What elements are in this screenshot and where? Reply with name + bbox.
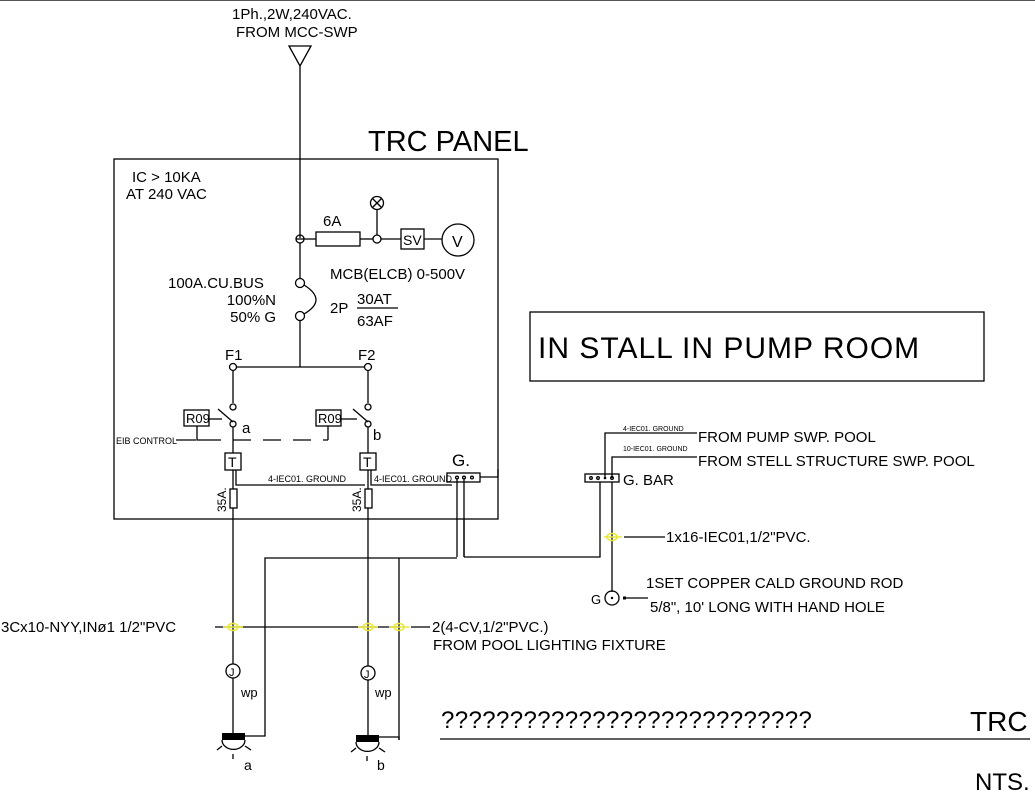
panel-enclosure bbox=[113, 158, 499, 520]
ground-label-2: 4-IEC01. GROUND bbox=[374, 474, 453, 484]
conduit-marker-ground bbox=[604, 532, 622, 542]
junction-b-label: J bbox=[364, 669, 370, 681]
bus-rating: 100A.CU.BUS bbox=[168, 275, 264, 292]
relay-b-label: R09 bbox=[318, 411, 342, 426]
gbar-input2-cable: 10-IEC01. GROUND bbox=[623, 446, 688, 453]
panel-ground-bar-label: G. bbox=[452, 451, 470, 470]
wp-a-label: wp bbox=[240, 685, 258, 700]
relay-a-label: R09 bbox=[186, 411, 210, 426]
bus-neutral: 100%N bbox=[227, 292, 276, 309]
ground-bar-label: G. BAR bbox=[623, 472, 674, 489]
fixture-a-label: a bbox=[244, 757, 252, 773]
wp-b-label: wp bbox=[374, 685, 392, 700]
install-note-box bbox=[529, 311, 985, 382]
fixture-cable-label: 2(4-CV,1/2"PVC.) bbox=[432, 619, 548, 636]
eib-control-label: EIB CONTROL bbox=[116, 436, 177, 446]
drawing-title-suffix: TRC bbox=[970, 706, 1028, 737]
voltmeter-label: V bbox=[452, 234, 463, 251]
ic-rating: IC > 10KA bbox=[132, 169, 201, 186]
panel-title: TRC PANEL bbox=[368, 126, 529, 158]
fuse-b-label: 35A. bbox=[350, 487, 364, 512]
breaker-contact-top bbox=[294, 277, 306, 289]
mcb-trip: 30AT bbox=[357, 291, 392, 308]
ground-rod-symbol: G bbox=[591, 592, 601, 607]
terminal-a-label: T bbox=[228, 454, 237, 470]
circuit-a-label: a bbox=[242, 420, 251, 437]
drawing-title: ??????????????????????????? bbox=[441, 707, 812, 734]
ground-label-1: 4-IEC01. GROUND bbox=[268, 474, 347, 484]
light-fixture-b-icon bbox=[350, 735, 400, 761]
mcb-poles: 2P bbox=[330, 300, 348, 317]
gbar-input1-cable: 4-IEC01. GROUND bbox=[623, 426, 684, 433]
fixture-from-label: FROM POOL LIGHTING FIXTURE bbox=[433, 637, 666, 654]
gbar-input1-from: FROM PUMP SWP. POOL bbox=[698, 429, 876, 446]
fuse-a-label: 35A. bbox=[215, 487, 229, 512]
conduit-marker-a bbox=[223, 622, 243, 632]
fuse-label: 6A bbox=[323, 213, 341, 230]
supply-spec: 1Ph.,2W,240VAC. bbox=[232, 6, 352, 23]
ground-rod-desc-1: 1SET COPPER CALD GROUND ROD bbox=[646, 575, 903, 592]
feeder-b: R09 b T 35A. bbox=[315, 371, 381, 740]
ground-rod-icon bbox=[604, 590, 620, 606]
mcb-label: MCB(ELCB) 0-500V bbox=[330, 266, 465, 283]
supply-source: FROM MCC-SWP bbox=[236, 24, 358, 41]
feeder-f1-label: F1 bbox=[225, 347, 243, 364]
feeder-a: R09 a T 35A. bbox=[183, 371, 251, 733]
conduit-marker-b bbox=[358, 622, 378, 632]
install-note: IN STALL IN PUMP ROOM bbox=[538, 332, 920, 365]
junction-box-a bbox=[225, 663, 241, 679]
fuse-6a bbox=[315, 231, 361, 247]
circuit-b-label: b bbox=[373, 427, 381, 444]
ic-voltage: AT 240 VAC bbox=[126, 186, 207, 203]
ground-conductor-label: 1x16-IEC01,1/2"PVC. bbox=[666, 529, 811, 546]
conduit-marker-c bbox=[389, 622, 409, 632]
bus-ground: 50% G bbox=[230, 309, 276, 326]
supply-arrow-icon bbox=[287, 45, 313, 68]
mcb-frame: 63AF bbox=[357, 313, 393, 330]
junction-a-label: J bbox=[229, 667, 235, 679]
voltmeter-icon bbox=[441, 223, 475, 257]
drawing-scale: NTS. bbox=[975, 769, 1030, 796]
breaker-arc bbox=[303, 284, 317, 315]
feeder-cable-label: 3Cx10-NYY,INø1 1/2"PVC bbox=[1, 619, 176, 636]
window-top-border bbox=[0, 0, 1035, 1]
pilot-lamp-icon bbox=[369, 195, 385, 211]
ground-rod-desc-2: 5/8", 10' LONG WITH HAND HOLE bbox=[650, 599, 885, 616]
gbar-input2-from: FROM STELL STRUCTURE SWP. POOL bbox=[698, 453, 975, 470]
ground-bar bbox=[584, 473, 620, 483]
breaker-contact-bottom bbox=[294, 310, 306, 322]
sv-label: SV bbox=[403, 232, 422, 248]
terminal-b-label: T bbox=[363, 454, 372, 470]
fuse-35a-b bbox=[364, 488, 373, 509]
light-fixture-a-icon bbox=[216, 733, 266, 759]
fuse-35a-a bbox=[229, 488, 238, 509]
feeder-f2-label: F2 bbox=[358, 347, 376, 364]
junction-box-b bbox=[360, 665, 376, 681]
fixture-b-label: b bbox=[377, 757, 385, 773]
